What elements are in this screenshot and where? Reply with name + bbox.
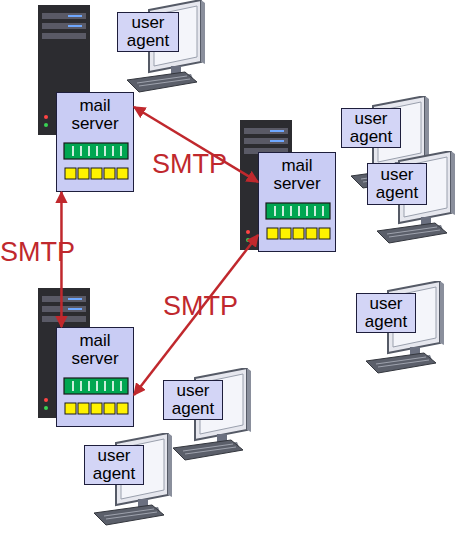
mail-server-box: mail server: [258, 152, 336, 252]
agent-label: user agent: [120, 14, 176, 50]
protocol-label: SMTP: [152, 150, 227, 178]
user-agent-box: user agent: [356, 293, 416, 333]
agent-label: user agent: [165, 382, 221, 418]
user-agent-box: user agent: [117, 12, 179, 52]
mail-server-box: mail server: [56, 92, 134, 192]
protocol-label: SMTP: [0, 238, 75, 266]
mail-server-box: mail server: [56, 327, 134, 427]
smtp-connector: [134, 107, 258, 182]
agent-label: user agent: [358, 295, 414, 331]
server-label: mail server: [265, 157, 329, 193]
agent-label: user agent: [86, 447, 142, 483]
server-label: mail server: [63, 97, 127, 133]
agent-label: user agent: [343, 110, 399, 146]
protocol-label: SMTP: [163, 292, 238, 320]
user-agent-box: user agent: [163, 380, 223, 420]
user-agent-box: user agent: [367, 163, 427, 205]
user-agent-box: user agent: [341, 108, 401, 148]
smtp-connector: [134, 235, 258, 395]
smtp-connector: [60, 192, 63, 327]
user-agent-box: user agent: [84, 445, 144, 485]
agent-label: user agent: [369, 166, 425, 202]
server-label: mail server: [63, 332, 127, 368]
